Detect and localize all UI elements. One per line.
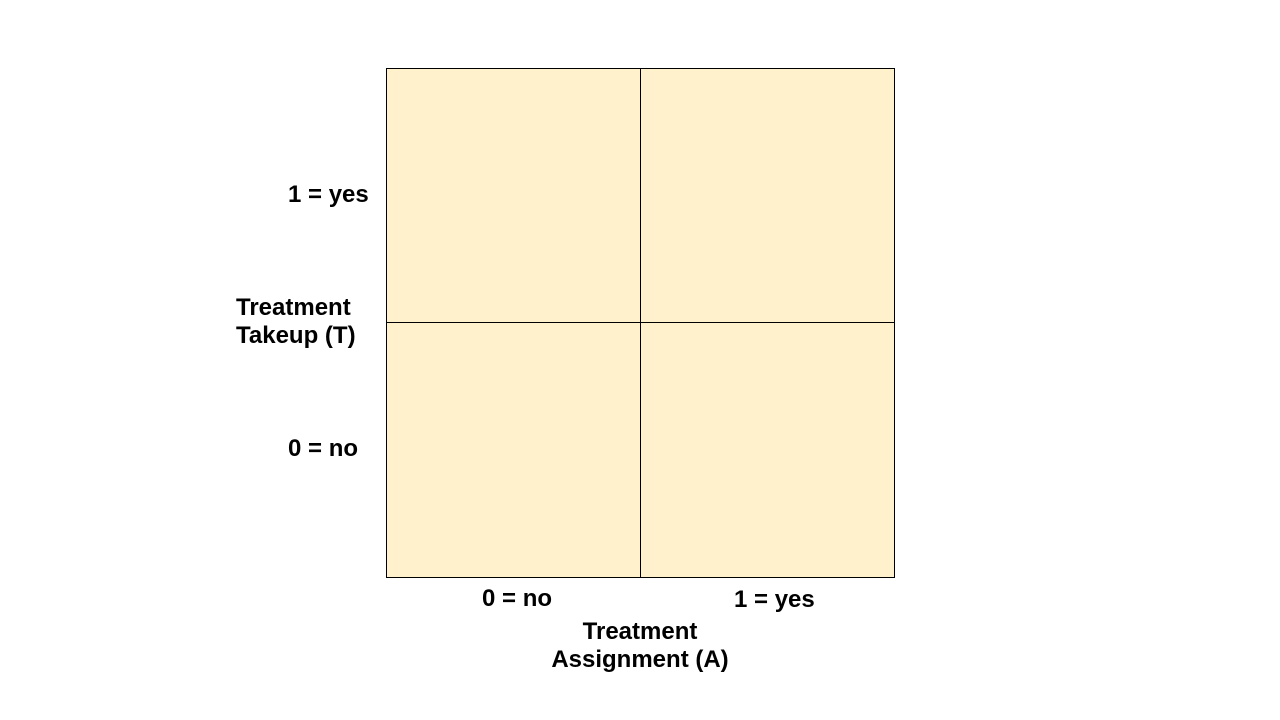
y-axis-title: Treatment Takeup (T): [236, 294, 376, 350]
y-axis-label-yes: 1 = yes: [288, 181, 369, 208]
x-axis-label-no: 0 = no: [482, 585, 553, 612]
x-axis-title: Treatment Assignment (A): [520, 618, 760, 674]
x-axis-title-line2: Assignment (A): [551, 646, 729, 673]
cell-a0-t1: [387, 69, 641, 323]
two-by-two-grid: [386, 68, 895, 578]
x-axis-label-yes: 1 = yes: [734, 586, 815, 613]
y-axis-title-line2: Takeup (T): [236, 322, 356, 349]
y-axis-label-no: 0 = no: [288, 435, 359, 462]
cell-a1-t0: [640, 323, 894, 577]
y-axis-title-line1: Treatment: [236, 294, 351, 321]
cell-a1-t1: [640, 69, 894, 323]
x-axis-title-line1: Treatment: [582, 618, 698, 645]
cell-a0-t0: [387, 323, 641, 577]
